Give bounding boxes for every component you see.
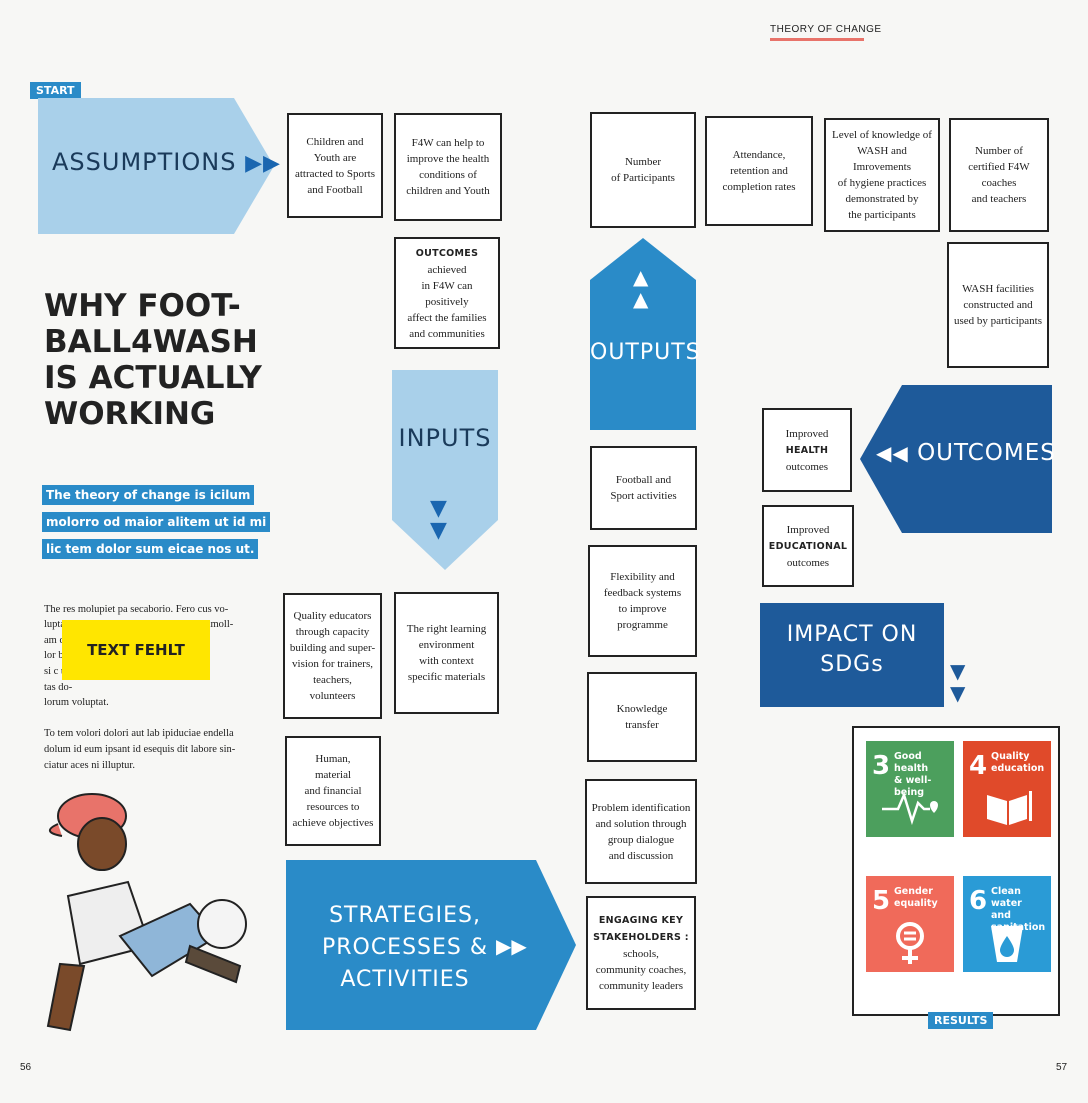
double-chevron-down-icon: ▼▼ — [430, 496, 447, 543]
missing-text-placeholder: TEXT FEHLT — [62, 620, 210, 680]
page-title: WHY FOOT- BALL4WASH IS ACTUALLY WORKING — [44, 288, 262, 432]
sdg-tile-6: 6 Clean water and sanitation — [963, 876, 1051, 972]
impact-label: IMPACT ON SDGs — [786, 622, 918, 677]
output-box-2: Attendance, retention and completion rat… — [705, 116, 813, 226]
double-chevron-left-icon: ◀◀ — [876, 441, 909, 465]
sdg-tile-3: 3 Good health & well-being — [866, 741, 954, 837]
outcome-health-box: Improved HEALTH outcomes — [762, 408, 852, 492]
outcomes-achieved-box: OUTCOMES achieved in F4W can positively … — [394, 237, 500, 349]
inputs-arrow — [392, 370, 498, 570]
input-box-1: Quality educators through capacity build… — [283, 593, 382, 719]
impact-banner — [760, 603, 944, 707]
output-box-4: Number of certified F4W coaches and teac… — [949, 118, 1049, 232]
sdg-tile-5: 5 Gender equality — [866, 876, 954, 972]
book-icon — [987, 791, 1032, 825]
strategies-label: STRATEGIES, PROCESSES & ACTIVITIES — [321, 903, 489, 992]
page-number-right: 57 — [1056, 1062, 1068, 1073]
body-text: The res molupiet pa secaborio. Fero cus … — [44, 603, 236, 771]
water-drop-icon — [991, 926, 1023, 962]
activity-box-1: Football and Sport activities — [590, 446, 697, 530]
section-underline — [770, 38, 864, 41]
activity-box-3: Knowledge transfer — [587, 672, 697, 762]
section-title: THEORY OF CHANGE — [770, 24, 882, 35]
inputs-label: INPUTS — [398, 424, 492, 452]
activity-box-4: Problem identification and solution thro… — [585, 779, 697, 884]
strategies-arrow — [286, 860, 576, 1030]
results-tag: RESULTS — [928, 1012, 994, 1029]
double-chevron-right-icon: ▶▶ — [496, 934, 527, 958]
double-chevron-right-icon: ▶▶ — [245, 151, 281, 176]
output-box-1: Number of Participants — [590, 112, 696, 228]
outputs-arrow — [590, 238, 696, 430]
gender-equality-icon — [896, 922, 924, 964]
section-header: THEORY OF CHANGE — [770, 24, 882, 41]
assumptions-arrow — [38, 98, 274, 234]
assumptions-label: ASSUMPTIONS ▶▶ — [52, 148, 281, 176]
input-box-2: The right learning environment with cont… — [394, 592, 499, 714]
outcomes-arrow — [860, 385, 1052, 533]
double-chevron-down-icon: ▼▼ — [950, 659, 966, 705]
assumption-box-2: F4W can help to improve the health condi… — [394, 113, 502, 221]
highlight-intro: The theory of change is icilum molorro o… — [42, 484, 272, 565]
heartbeat-icon — [882, 791, 938, 825]
outcome-education-box: Improved EDUCATIONAL outcomes — [762, 505, 854, 587]
assumption-box-1: Children and Youth are attracted to Spor… — [287, 113, 383, 218]
output-box-3: Level of knowledge of WASH and Imrovemen… — [824, 118, 940, 232]
stakeholders-box: ENGAGING KEY STAKEHOLDERS : schools, com… — [586, 896, 696, 1010]
player-illustration — [46, 793, 247, 1032]
activity-box-2: Flexibility and feedback systems to impr… — [588, 545, 697, 657]
outputs-label: OUTPUTS — [590, 340, 701, 365]
sdg-tile-4: 4 Quality education — [963, 741, 1051, 837]
start-tag: START — [30, 82, 81, 99]
outcomes-label: ◀◀ OUTCOMES — [876, 440, 1056, 466]
page-number-left: 56 — [20, 1062, 32, 1073]
input-box-3: Human, material and financial resources … — [285, 736, 381, 846]
double-chevron-up-icon: ▲▲ — [633, 265, 649, 311]
output-box-5: WASH facilities constructed and used by … — [947, 242, 1049, 368]
